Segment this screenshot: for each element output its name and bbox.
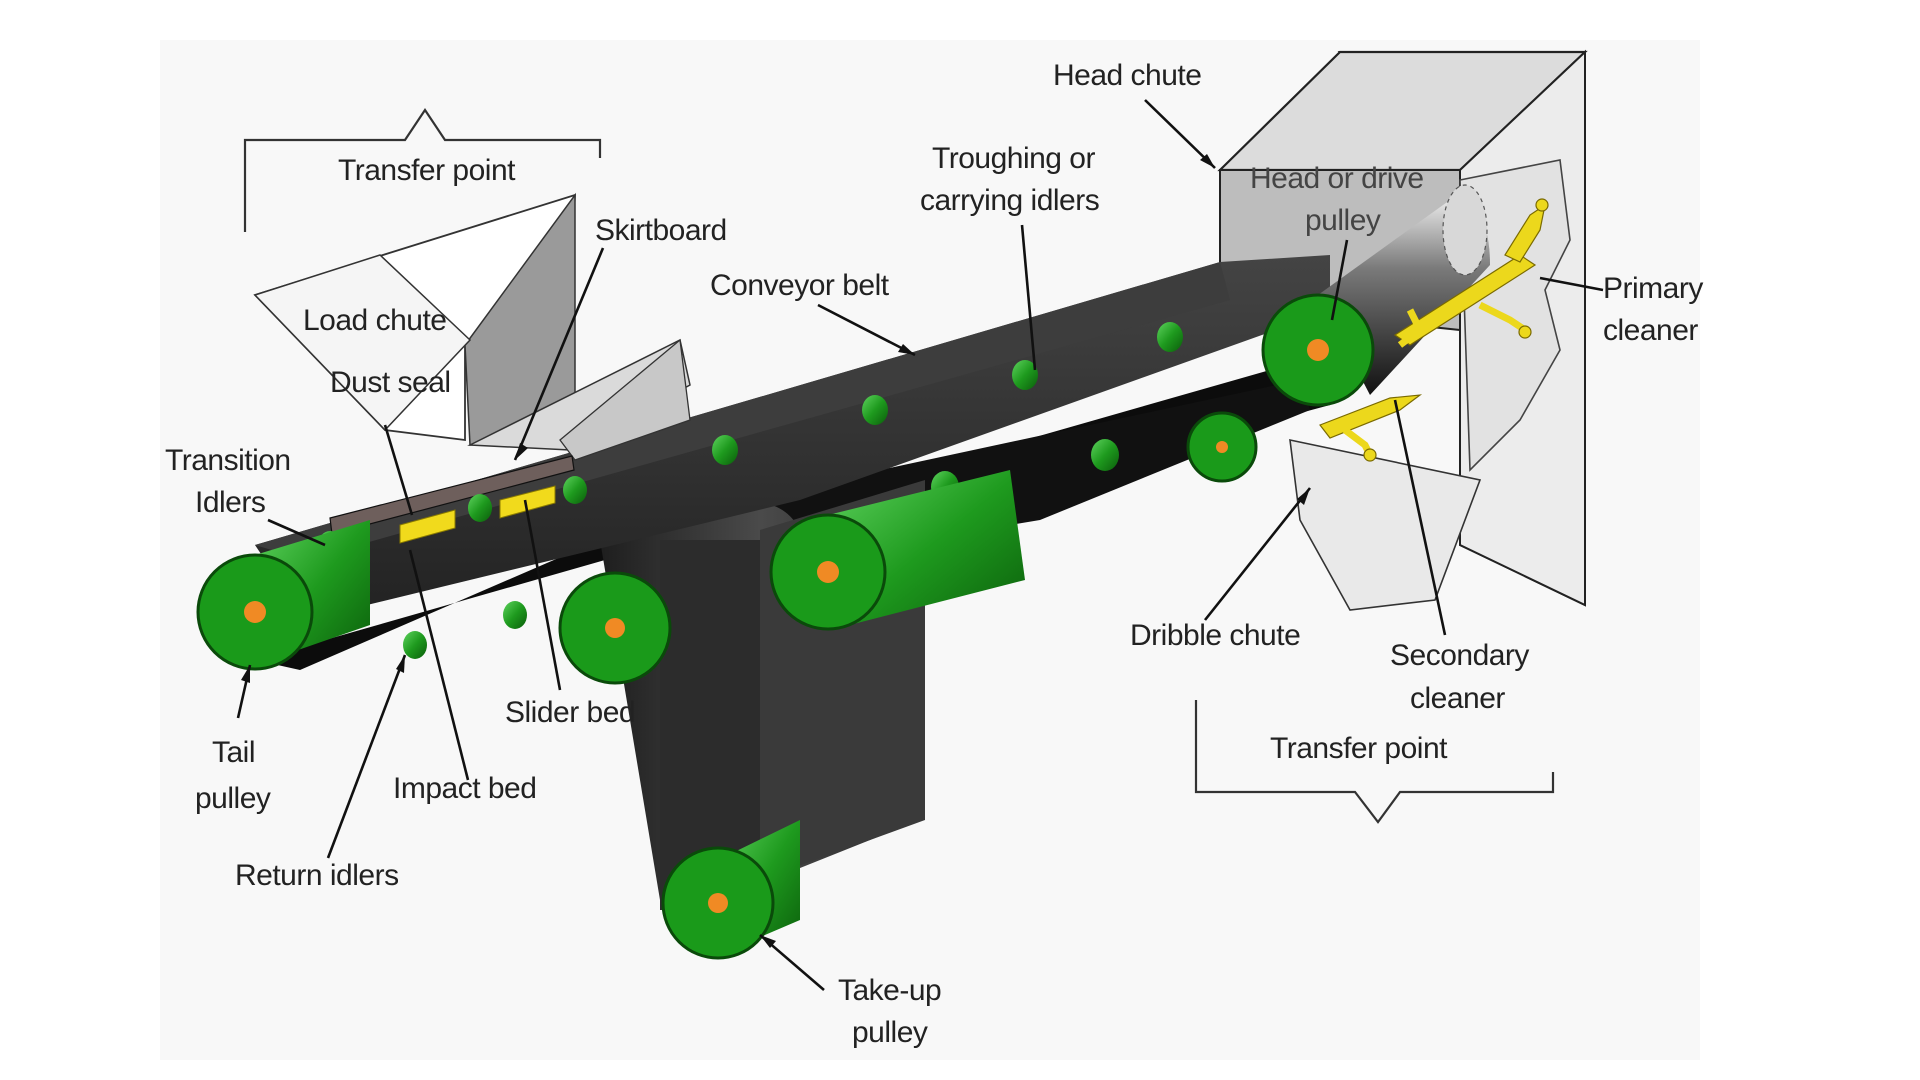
label-transfer-point-left: Transfer point <box>338 154 516 187</box>
label-secondary-cleaner-line1: Secondary <box>1390 639 1529 672</box>
label-primary-cleaner-line1: Primary <box>1603 272 1703 305</box>
label-take-up-pulley-line1: Take-up <box>838 974 941 1007</box>
return-idlers <box>403 439 1119 659</box>
head-pulley <box>1261 184 1490 407</box>
label-conveyor-belt: Conveyor belt <box>710 269 890 302</box>
label-load-chute: Load chute <box>303 304 446 337</box>
label-return-idlers: Return idlers <box>235 859 399 892</box>
tail-pulley <box>196 520 370 671</box>
label-transfer-point-right: Transfer point <box>1270 732 1448 765</box>
label-secondary-cleaner-line2: cleaner <box>1410 682 1505 715</box>
label-take-up-pulley-line2: pulley <box>852 1016 928 1049</box>
label-tail-pulley-line2: pulley <box>195 782 271 815</box>
label-head-pulley-line2: pulley <box>1305 204 1381 237</box>
transfer-point-left-bracket <box>243 108 602 232</box>
label-impact-bed: Impact bed <box>393 772 536 805</box>
label-troughing-line2: carrying idlers <box>920 184 1099 217</box>
label-transition-idlers-line1: Transition <box>165 444 291 477</box>
take-up-pulley <box>661 820 800 960</box>
label-primary-cleaner-line2: cleaner <box>1603 314 1698 347</box>
return-bend-pulley <box>1186 411 1258 483</box>
leader-lines <box>236 99 1604 991</box>
snub-pulley <box>769 470 1025 631</box>
label-dust-seal: Dust seal <box>330 366 451 399</box>
skirtboard <box>329 455 575 535</box>
bend-pulley <box>558 571 672 685</box>
label-head-chute: Head chute <box>1053 59 1201 92</box>
label-head-pulley-line1: Head or drive <box>1250 162 1424 195</box>
label-troughing-line1: Troughing or <box>932 142 1095 175</box>
label-transition-idlers-line2: Idlers <box>195 486 265 519</box>
label-skirtboard: Skirtboard <box>595 214 727 247</box>
transfer-point-right-bracket <box>1194 700 1555 824</box>
primary-cleaner <box>1393 198 1549 348</box>
dust-seal <box>399 485 556 544</box>
labels: Transfer point Load chute Skirtboard Dus… <box>165 59 1704 1049</box>
load-chute <box>253 192 691 461</box>
label-slider-bed: Slider bed <box>505 696 635 729</box>
label-dribble-chute: Dribble chute <box>1130 619 1300 652</box>
label-tail-pulley-line1: Tail <box>212 736 255 769</box>
